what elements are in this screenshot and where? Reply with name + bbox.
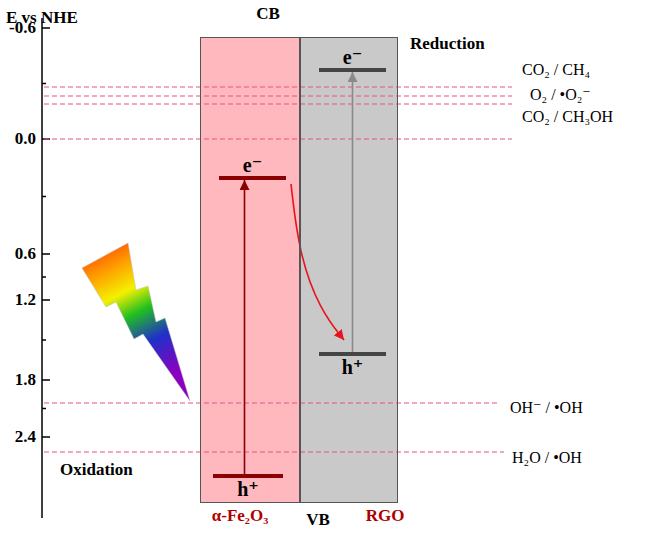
minor-tick — [42, 83, 46, 85]
dashed-line — [44, 452, 504, 453]
diagram-label: Oxidation — [60, 461, 133, 480]
redox-couple: O₂ / •O₂⁻ — [530, 86, 591, 104]
axis-line — [41, 18, 43, 518]
conduction-level: e⁻ — [219, 154, 286, 180]
dashed-line — [44, 139, 512, 140]
carrier-label: h⁺ — [213, 478, 283, 500]
diagram-label: Reduction — [410, 35, 485, 54]
excitation-arrow — [244, 180, 246, 474]
excitation-arrow — [352, 72, 354, 352]
axis-value: 1.2 — [15, 291, 36, 310]
carrier-label: e⁻ — [219, 154, 286, 176]
redox-couple: CO₂ / CH₄ — [522, 61, 590, 79]
minor-tick — [42, 196, 46, 198]
axis-value: 1.8 — [15, 371, 36, 390]
major-tick — [42, 27, 50, 29]
minor-tick — [42, 276, 46, 278]
major-tick — [42, 436, 50, 438]
minor-tick — [42, 339, 46, 341]
level-bar — [213, 474, 283, 478]
redox-couple: CO₂ / CH₃OH — [522, 108, 613, 126]
potential-lines — [44, 87, 512, 452]
light-bolt — [82, 243, 190, 401]
dashed-line — [44, 403, 500, 404]
axis-value: 0.6 — [15, 245, 36, 264]
level-bar — [319, 68, 386, 72]
redox-couple: H₂O / •OH — [512, 449, 582, 467]
carrier-label: h⁺ — [319, 356, 386, 378]
diagram-label: CB — [256, 5, 280, 24]
redox-couple: OH⁻ / •OH — [510, 399, 583, 417]
dashed-line — [44, 104, 512, 105]
dashed-line — [44, 96, 512, 97]
major-tick — [42, 379, 50, 381]
material-name: RGO — [366, 507, 405, 526]
level-bar — [219, 176, 286, 180]
conduction-level: e⁻ — [319, 46, 386, 72]
axis-value: 0.0 — [15, 130, 36, 149]
valence-level: h⁺ — [213, 474, 283, 500]
valence-level: h⁺ — [319, 352, 386, 378]
level-bar — [319, 352, 386, 356]
diagram-label: VB — [306, 511, 330, 530]
axis-value: -0.6 — [9, 19, 36, 38]
carrier-label: e⁻ — [319, 46, 386, 68]
major-tick — [42, 299, 50, 301]
material-band: α-Fe₂O₃e⁻h⁺ — [200, 37, 300, 503]
axis-value: 2.4 — [15, 428, 36, 447]
material-band: RGOe⁻h⁺ — [300, 37, 398, 503]
dashed-line — [44, 87, 512, 88]
transfer-arrow — [291, 184, 344, 340]
band-fill — [200, 37, 300, 503]
energy-axis — [42, 18, 50, 518]
minor-tick — [42, 408, 46, 410]
band-fill — [300, 37, 398, 503]
major-tick — [42, 253, 50, 255]
material-name: α-Fe₂O₃ — [212, 507, 269, 526]
